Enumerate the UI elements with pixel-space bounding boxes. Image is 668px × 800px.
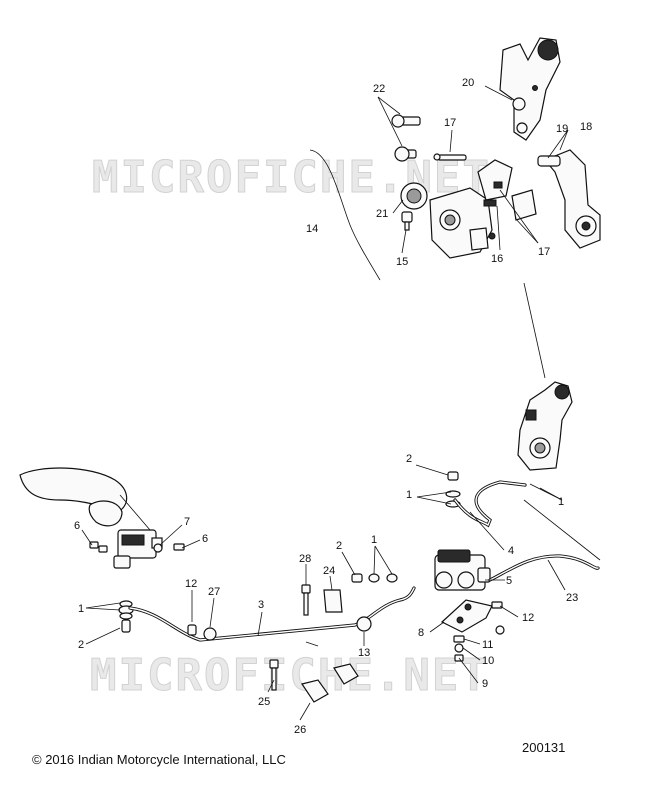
sensor-lead-23 xyxy=(488,554,600,582)
clamp-26 xyxy=(301,679,329,703)
callout-27: 27 xyxy=(208,586,220,598)
mounting-arm-part xyxy=(537,149,601,249)
callout-9: 9 xyxy=(482,678,488,690)
callout-1-left: 1 xyxy=(78,603,84,615)
screw-6-left xyxy=(89,541,99,549)
hand-lever-part xyxy=(19,467,128,527)
callout-2-left: 2 xyxy=(78,639,84,651)
callout-18: 18 xyxy=(580,121,592,133)
assembled-caliper-part xyxy=(517,381,573,471)
watermark-top: MICROFICHE.NET xyxy=(92,152,491,203)
callout-17-top: 17 xyxy=(444,117,456,129)
bolt-28 xyxy=(301,584,311,616)
bolt-22-lower xyxy=(394,146,417,162)
callout-23: 23 xyxy=(566,592,578,604)
brake-line-3 xyxy=(128,586,416,642)
callout-14: 14 xyxy=(306,223,318,235)
screw-6-right xyxy=(173,543,185,551)
bottom-leader-lines xyxy=(81,464,601,721)
brake-line-4 xyxy=(453,480,527,528)
copyright-text: © 2016 Indian Motorcycle International, … xyxy=(32,752,286,767)
callout-22: 22 xyxy=(373,83,385,95)
washer-10 xyxy=(454,643,464,653)
lever-linkage xyxy=(119,494,151,531)
callout-25: 25 xyxy=(258,696,270,708)
caliper-bracket-part xyxy=(499,37,561,141)
diagram-number: 200131 xyxy=(522,740,566,755)
pin-17 xyxy=(433,153,467,161)
callout-1-far-right: 1 xyxy=(558,496,564,508)
washer-7 xyxy=(153,543,163,553)
callout-11: 11 xyxy=(482,639,493,651)
banjo-abs-inlet xyxy=(351,573,398,583)
clip-27 xyxy=(203,627,217,641)
callout-12-left: 12 xyxy=(185,578,197,590)
bleeder-15 xyxy=(401,211,413,231)
bolt-22-upper xyxy=(391,114,421,128)
callout-6-right: 6 xyxy=(202,533,208,545)
grommet-11 xyxy=(453,635,465,643)
callout-21: 21 xyxy=(376,208,388,220)
callout-19: 19 xyxy=(556,123,568,135)
clamp-26-b xyxy=(333,663,359,685)
callout-28: 28 xyxy=(299,553,311,565)
callout-8: 8 xyxy=(418,627,424,639)
callout-1-right: 1 xyxy=(406,489,412,501)
brake-pads-part xyxy=(477,159,537,221)
callout-17-bottom: 17 xyxy=(538,246,550,258)
bolt-25 xyxy=(269,659,279,691)
group-brace-14 xyxy=(309,149,381,281)
piston-21 xyxy=(400,182,428,210)
caliper-body-part xyxy=(429,187,496,259)
callout-16: 16 xyxy=(491,253,503,265)
nut-abs xyxy=(495,625,505,635)
callout-1-center: 1 xyxy=(371,534,377,546)
callout-15: 15 xyxy=(396,256,408,268)
callout-10: 10 xyxy=(482,655,494,667)
callout-24: 24 xyxy=(323,565,335,577)
banjo-left xyxy=(118,600,134,633)
clip-12-left xyxy=(187,624,197,636)
clamp-24 xyxy=(323,589,343,613)
abs-bracket-8 xyxy=(440,599,493,633)
callout-20: 20 xyxy=(462,77,474,89)
clip-12-right xyxy=(491,601,503,609)
callout-5: 5 xyxy=(506,575,512,587)
callout-2-center: 2 xyxy=(336,540,342,552)
callout-2-right: 2 xyxy=(406,453,412,465)
screw-6-left-b xyxy=(98,545,108,553)
callout-26: 26 xyxy=(294,724,306,736)
callout-12-right: 12 xyxy=(522,612,534,624)
watermark-bottom: MICROFICHE.NET xyxy=(90,650,489,701)
callout-3: 3 xyxy=(258,599,264,611)
callout-13: 13 xyxy=(358,647,370,659)
bolt-small xyxy=(305,641,319,647)
top-leader-lines xyxy=(377,85,569,379)
callout-6-left: 6 xyxy=(74,520,80,532)
callout-4: 4 xyxy=(508,545,514,557)
grommet-13 xyxy=(356,616,372,632)
abs-module-part xyxy=(434,549,491,591)
callout-7: 7 xyxy=(184,516,190,528)
